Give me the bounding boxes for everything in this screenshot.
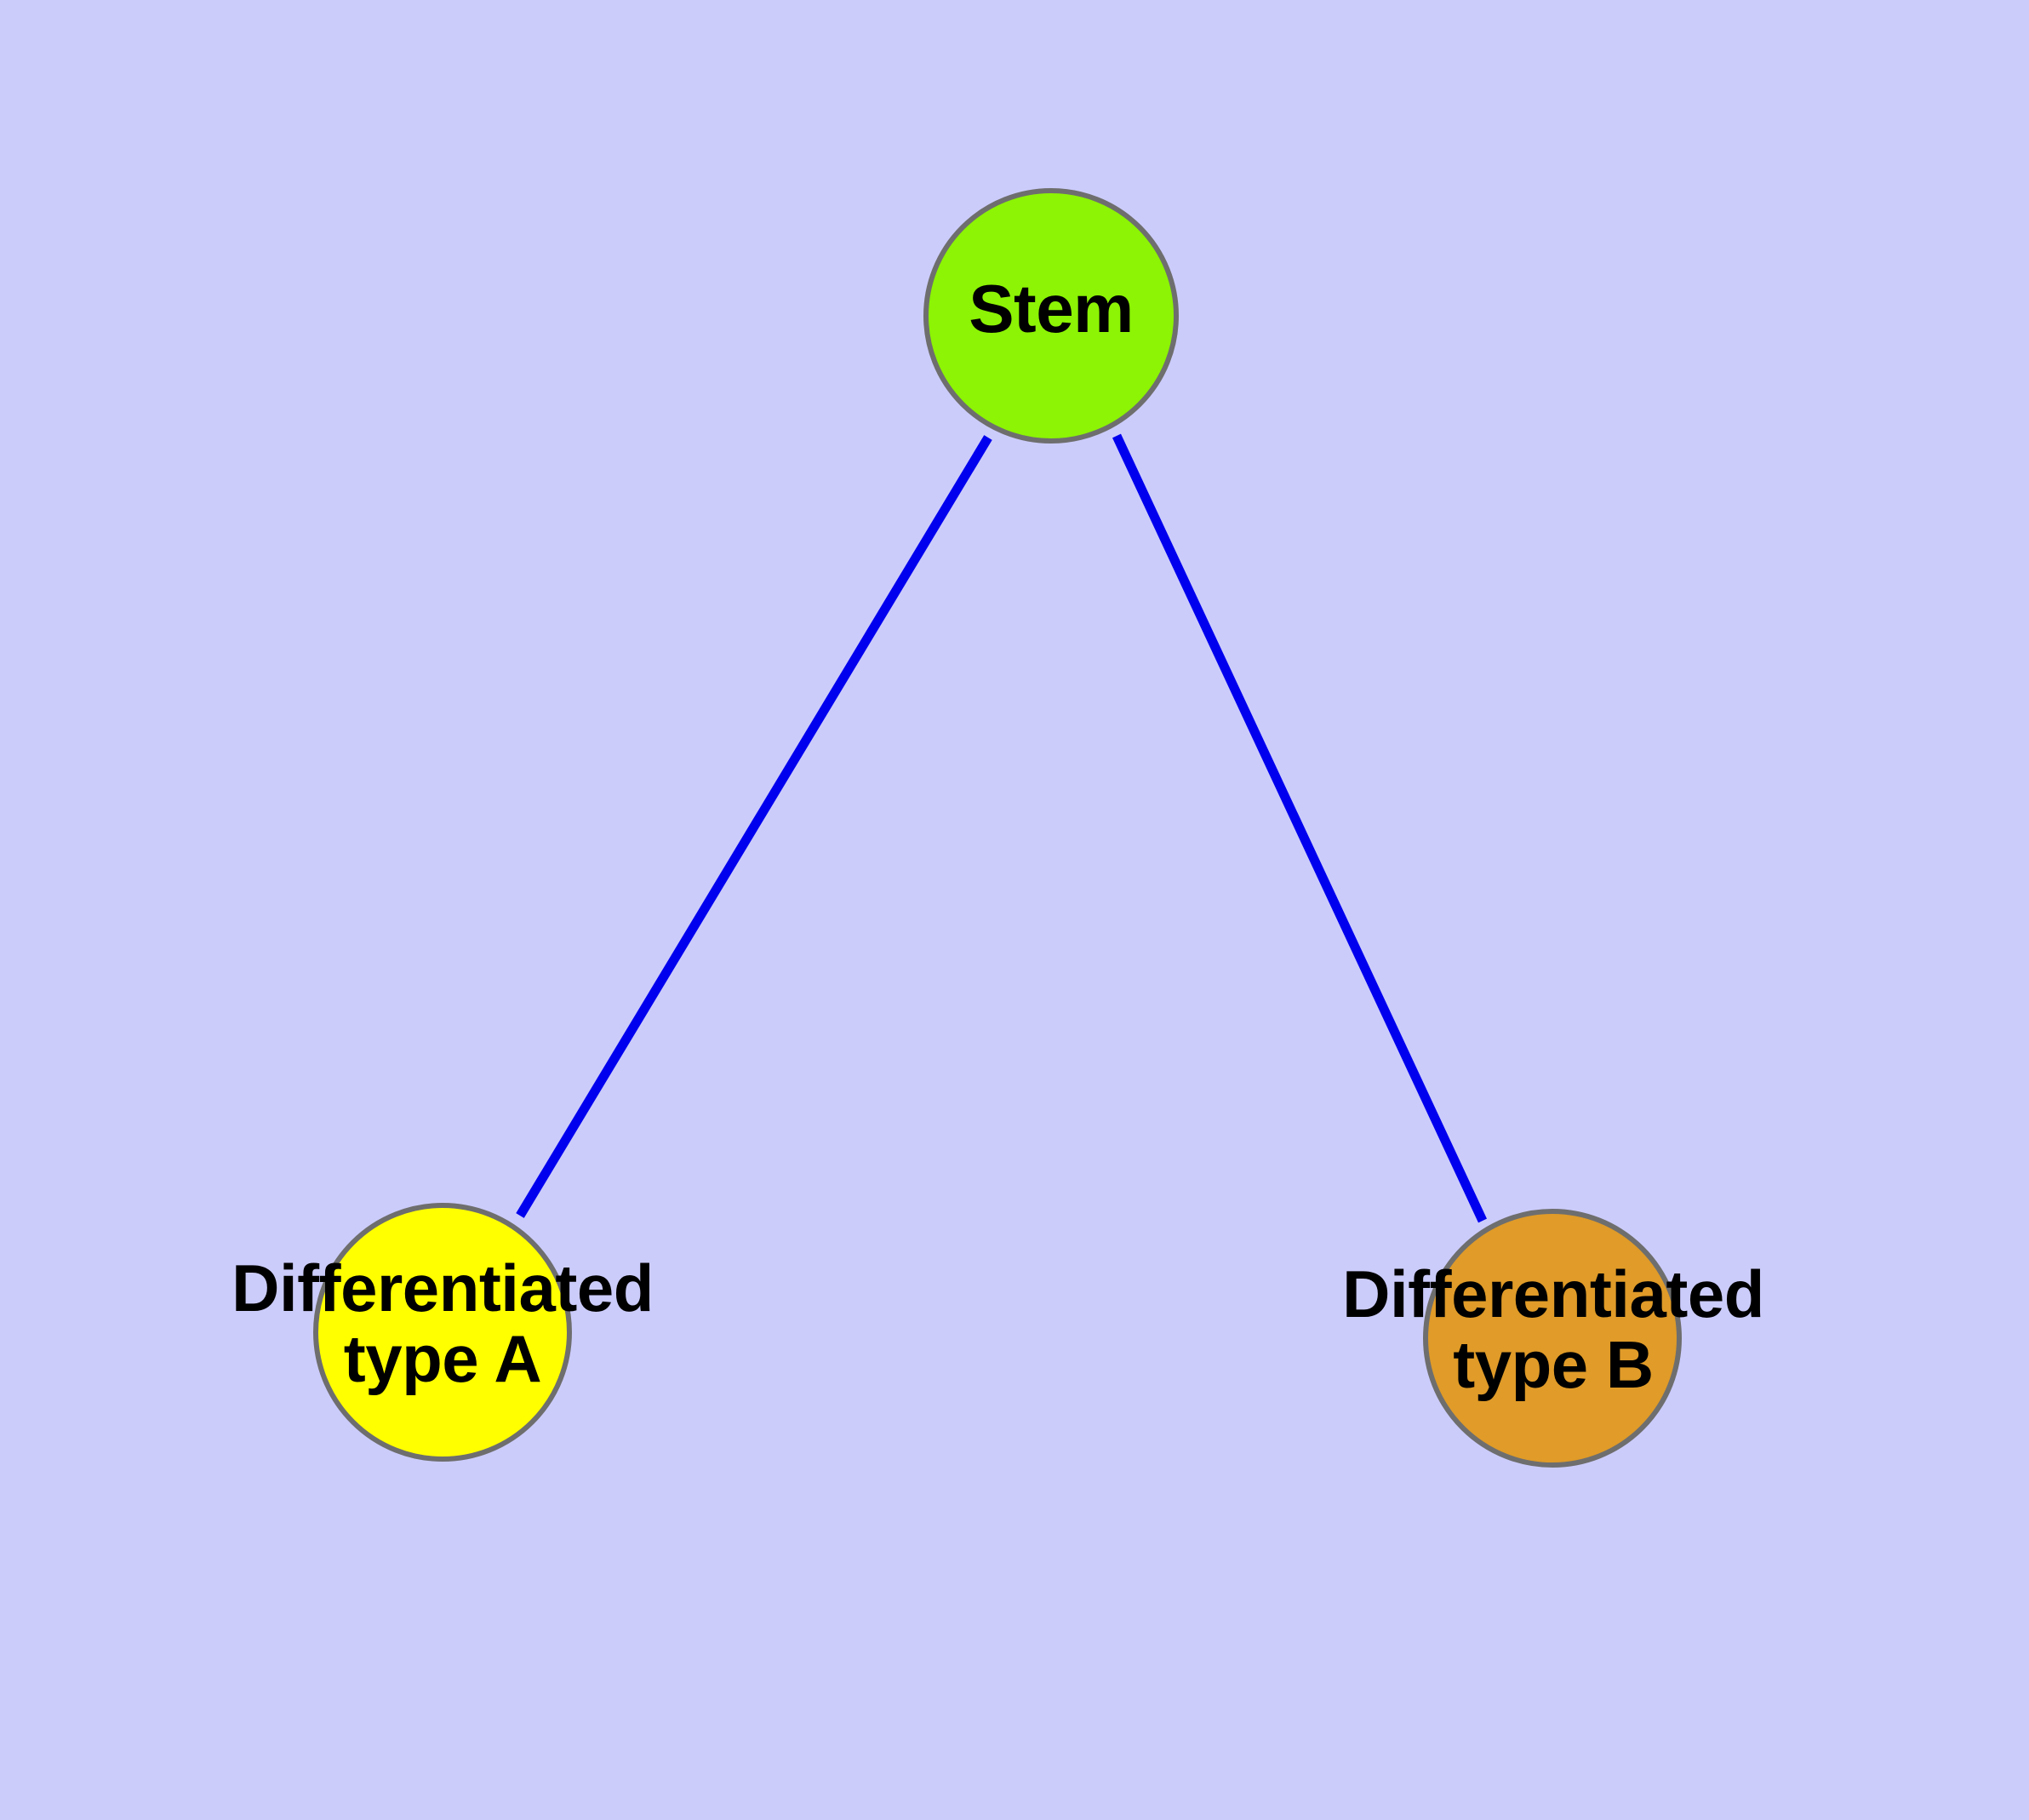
edge-stem-to-type-a	[516, 435, 992, 1218]
node-differentiated-type-a[interactable]	[313, 1203, 572, 1462]
edge-stem-to-type-b	[1112, 433, 1487, 1223]
node-stem[interactable]	[923, 188, 1179, 444]
node-differentiated-type-b[interactable]	[1423, 1209, 1682, 1468]
